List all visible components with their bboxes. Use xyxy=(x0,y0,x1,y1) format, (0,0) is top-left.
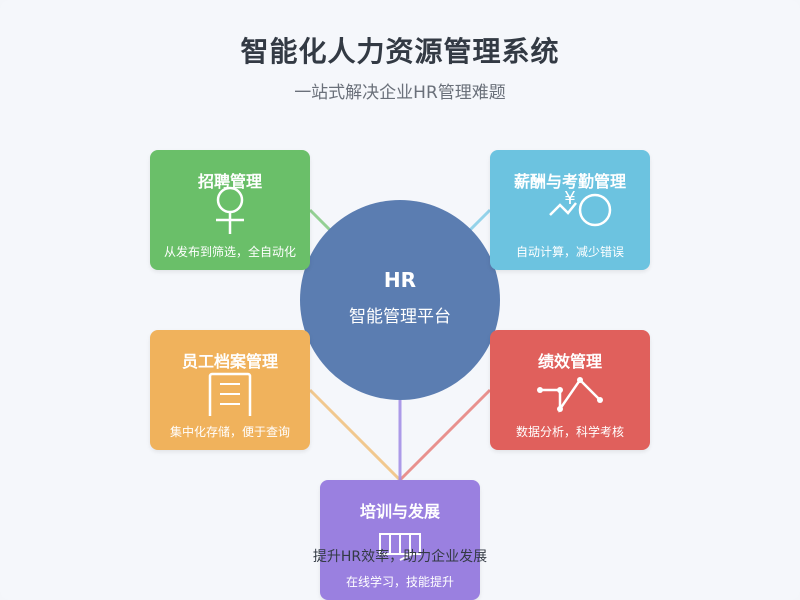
module-salary-attendance: 薪酬与考勤管理 ¥ 自动计算，减少错误 xyxy=(490,150,650,270)
document-icon xyxy=(208,372,252,416)
salary-clock-icon: ¥ xyxy=(549,188,612,227)
hub-subtitle: 智能管理平台 xyxy=(349,307,451,327)
hub-title: HR xyxy=(383,268,417,292)
module-desc: 在线学习，技能提升 xyxy=(345,575,454,589)
module-title: 绩效管理 xyxy=(537,352,602,371)
svg-text:¥: ¥ xyxy=(564,188,575,209)
connector-performance xyxy=(398,388,492,482)
module-desc: 数据分析，科学考核 xyxy=(515,425,624,439)
module-training: 培训与发展 在线学习，技能提升 xyxy=(320,480,480,600)
module-desc: 从发布到筛选，全自动化 xyxy=(163,245,296,259)
page-title: 智能化人力资源管理系统 xyxy=(240,35,560,68)
connector-archive xyxy=(308,388,402,482)
module-title: 培训与发展 xyxy=(359,502,440,521)
training-icon xyxy=(379,533,421,561)
module-recruitment: 招聘管理 从发布到筛选，全自动化 xyxy=(150,150,310,270)
module-desc: 自动计算，减少错误 xyxy=(515,245,624,259)
module-desc: 集中化存储，便于查询 xyxy=(169,425,290,439)
hr-hub: HR 智能管理平台 xyxy=(300,200,500,400)
person-icon xyxy=(216,186,244,234)
module-performance: 绩效管理 数据分析，科学考核 xyxy=(490,330,650,450)
module-title: 招聘管理 xyxy=(197,172,262,191)
module-title: 薪酬与考勤管理 xyxy=(513,172,626,191)
module-title: 员工档案管理 xyxy=(181,352,278,371)
page-subtitle: 一站式解决企业HR管理难题 xyxy=(294,83,506,103)
line-chart-icon xyxy=(537,377,603,414)
footer-tagline: 提升HR效率，助力企业发展 xyxy=(312,549,488,565)
module-employee-archive: 员工档案管理 集中化存储，便于查询 xyxy=(150,330,310,450)
